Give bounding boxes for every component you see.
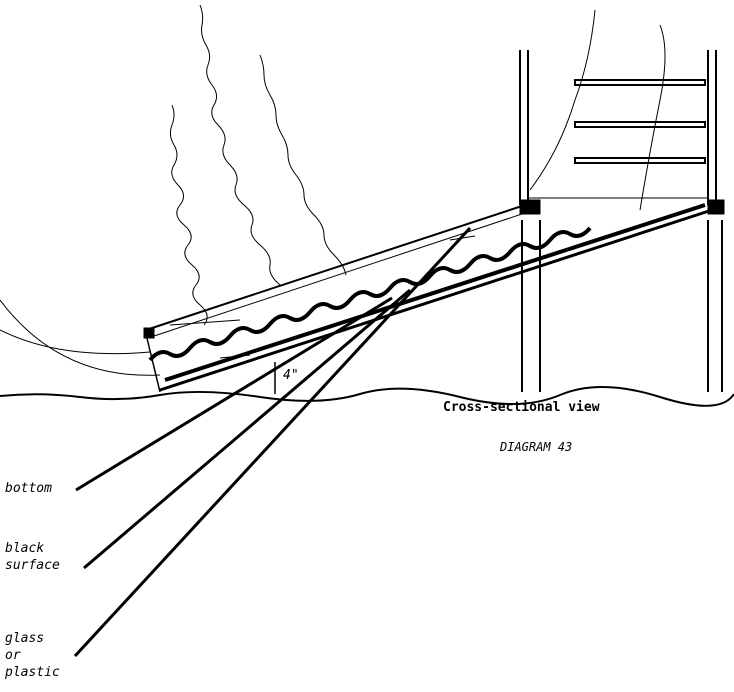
airflow (0, 9, 666, 376)
label-black-surface: black surface (5, 541, 60, 573)
dimension-label: 4" (283, 368, 299, 383)
shelves (574, 79, 706, 164)
caption: Cross-sectional view (443, 400, 600, 415)
label-bottom: bottom (5, 481, 52, 496)
black-surface (148, 226, 592, 362)
leader-lines (73, 226, 472, 658)
label-glass: glass or plastic (5, 631, 60, 680)
diagram-title: DIAGRAM 43 (500, 440, 573, 454)
top-block (519, 199, 541, 215)
sun-rays (169, 4, 347, 326)
ground-line (0, 385, 734, 407)
building-walls (519, 50, 723, 392)
collector-box (143, 203, 713, 393)
